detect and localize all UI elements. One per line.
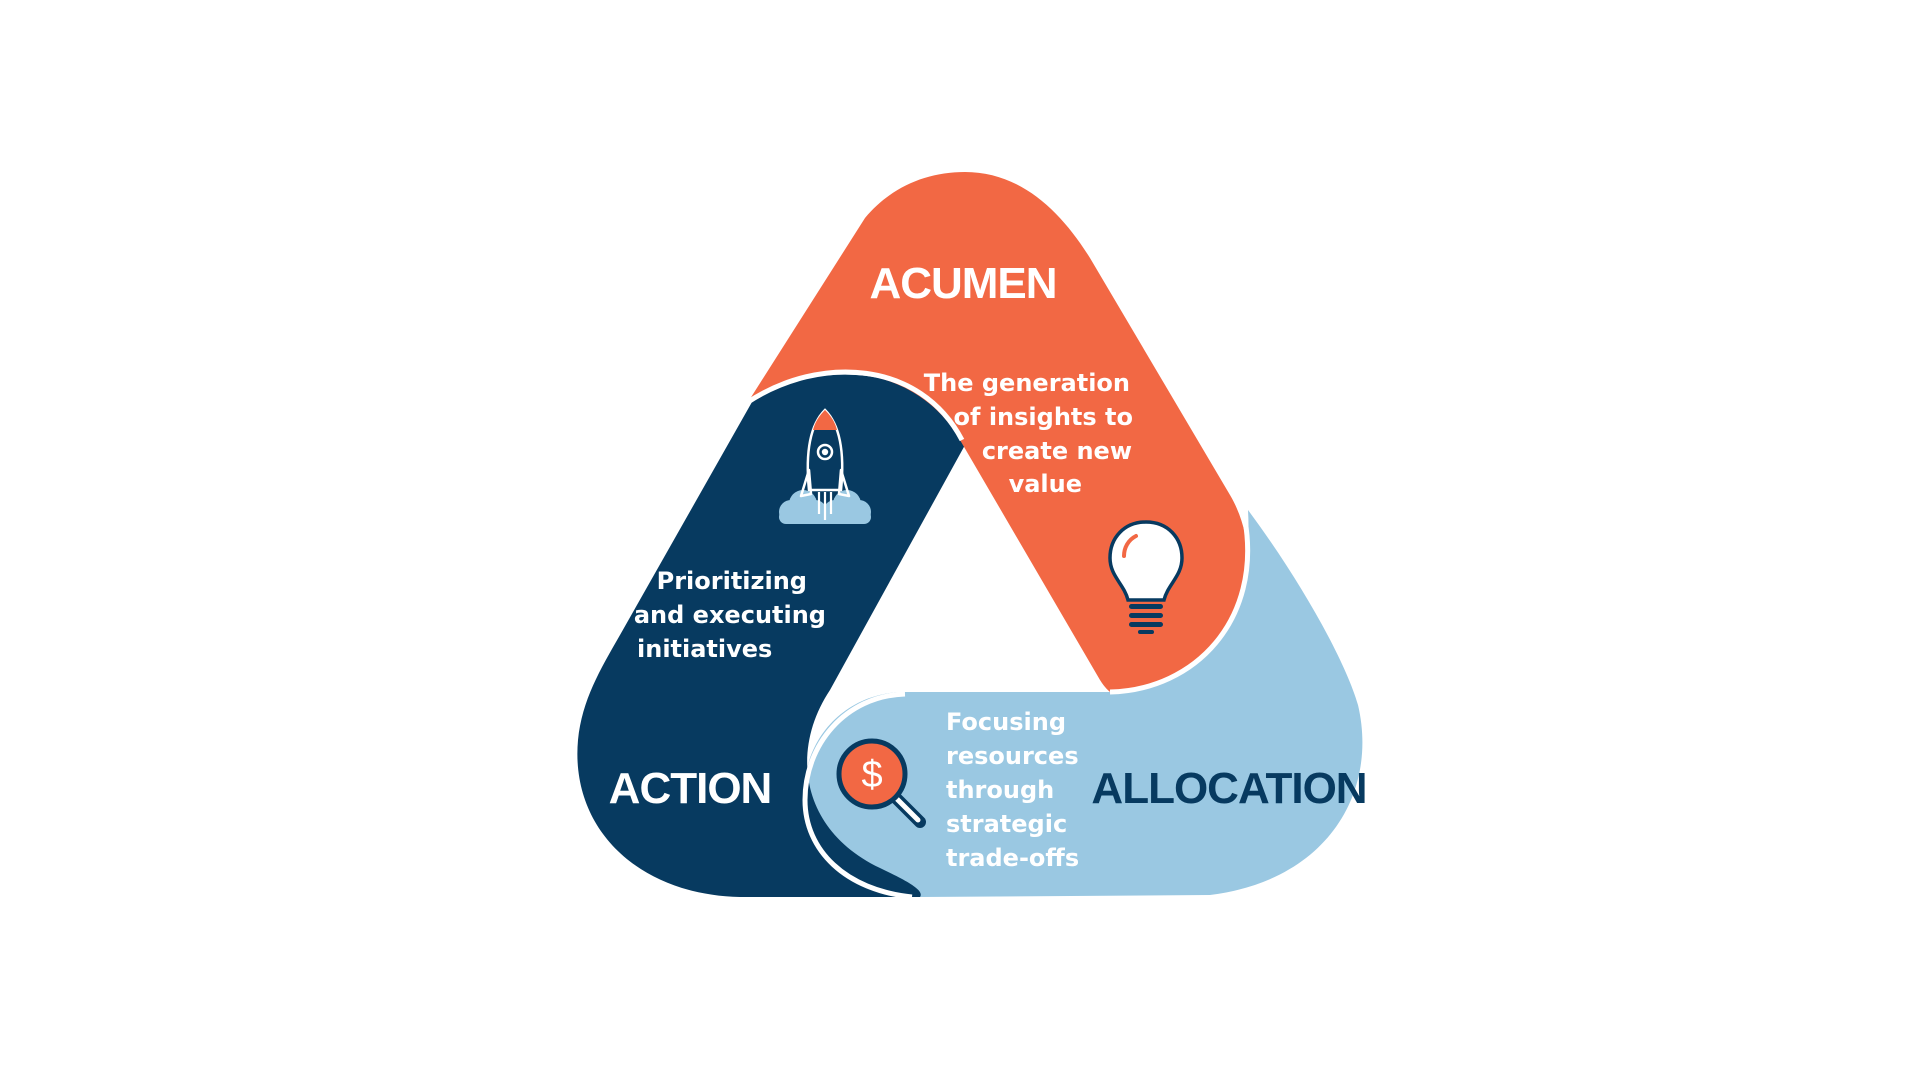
action-desc-line-3: initiatives <box>637 635 772 663</box>
acumen-title: ACUMEN <box>869 259 1056 308</box>
allocation-desc-line-1: Focusing <box>946 708 1066 736</box>
allocation-desc-line-2: resources <box>946 742 1079 770</box>
allocation-desc-line-4: strategic <box>946 810 1067 838</box>
allocation-title: ALLOCATION <box>1091 764 1366 813</box>
acumen-description: The generation of insights to create new… <box>924 369 1133 498</box>
action-description: Prioritizing and executing initiatives <box>634 567 826 663</box>
acumen-desc-line-4: value <box>1009 470 1082 498</box>
action-title: ACTION <box>609 764 772 813</box>
rocket-icon <box>779 408 871 524</box>
allocation-desc-line-3: through <box>946 776 1054 804</box>
divider-allocation-action <box>802 691 913 900</box>
action-desc-line-2: and executing <box>634 601 826 629</box>
acumen-desc-line-3: create new <box>982 437 1132 465</box>
svg-text:$: $ <box>861 754 882 796</box>
dollar-magnifier-icon: $ <box>836 738 926 828</box>
divider-acumen-allocation <box>1109 519 1251 695</box>
allocation-desc-line-5: trade-offs <box>946 844 1079 872</box>
action-desc-line-1: Prioritizing <box>657 567 807 595</box>
acumen-desc-line-2: of insights to <box>954 403 1133 431</box>
lightbulb-icon <box>1108 520 1184 634</box>
divider-acumen-action <box>746 369 965 442</box>
allocation-segment <box>804 510 1363 897</box>
allocation-description: Focusing resources through strategic tra… <box>946 708 1079 872</box>
acumen-desc-line-1: The generation <box>924 369 1130 397</box>
